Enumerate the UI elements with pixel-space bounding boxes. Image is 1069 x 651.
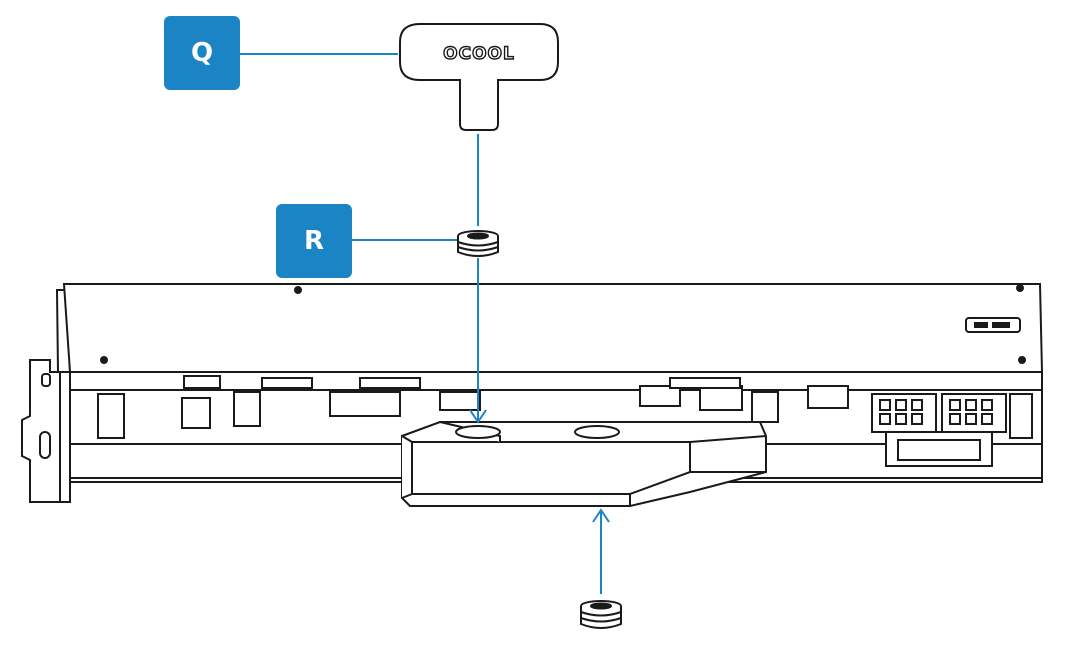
callout-label-r: R: [276, 204, 352, 278]
backplate: [62, 283, 1044, 373]
arrow-head-up: [592, 508, 610, 523]
callout-label-r-text: R: [303, 226, 325, 256]
threaded-plug-top-icon: [457, 230, 499, 257]
terminal-block: [401, 421, 767, 507]
arrow-head-down: [469, 409, 487, 424]
key-tool-logo-text: OCOOL: [443, 44, 515, 64]
callout-label-q-text: Q: [190, 38, 214, 68]
callout-label-q: Q: [164, 16, 240, 90]
pci-bracket: [21, 289, 72, 503]
leader-lines: [240, 53, 610, 594]
alphacool-key-tool-icon: OCOOL: [399, 23, 559, 131]
threaded-plug-bottom-icon: [580, 600, 622, 629]
